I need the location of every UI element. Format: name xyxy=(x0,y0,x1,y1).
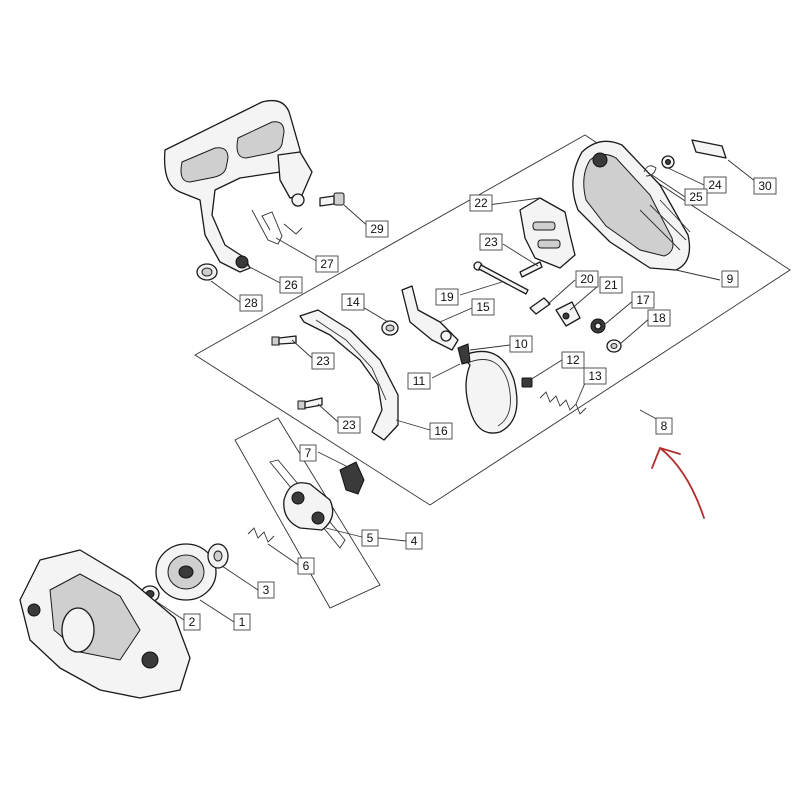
lever-15 xyxy=(401,285,459,351)
sprocket-cover-9 xyxy=(572,140,691,271)
svg-text:5: 5 xyxy=(367,531,374,545)
leader-lines xyxy=(153,159,761,623)
svg-text:22: 22 xyxy=(474,196,488,210)
callout-16: 16 xyxy=(429,422,453,440)
assembly-frame-4 xyxy=(234,417,381,609)
callout-24: 24 xyxy=(703,176,727,194)
highlight-arrow xyxy=(651,446,705,519)
callout-29: 29 xyxy=(365,220,389,238)
callout-2: 2 xyxy=(183,613,201,631)
callout-8: 8 xyxy=(655,417,673,435)
assembly-frame-8 xyxy=(194,134,791,506)
svg-text:4: 4 xyxy=(411,534,418,548)
callout-15: 15 xyxy=(471,298,495,316)
svg-text:9: 9 xyxy=(727,272,734,286)
svg-text:29: 29 xyxy=(370,222,384,236)
svg-text:11: 11 xyxy=(413,374,426,388)
rail-16 xyxy=(299,309,399,441)
callout-11: 11 xyxy=(407,372,431,390)
callout-5: 5 xyxy=(361,529,379,547)
callout-18: 18 xyxy=(647,309,671,327)
spring-6 xyxy=(247,527,275,543)
svg-text:16: 16 xyxy=(434,424,448,438)
svg-text:27: 27 xyxy=(320,257,334,271)
callout-22: 22 xyxy=(469,194,493,212)
callout-4: 4 xyxy=(405,532,423,550)
svg-text:30: 30 xyxy=(758,179,772,193)
brake-band-10 xyxy=(461,350,518,434)
callout-26: 26 xyxy=(279,276,303,294)
handle-part xyxy=(163,99,313,273)
callout-14: 14 xyxy=(341,293,365,311)
washer-3 xyxy=(207,543,229,569)
clutch-drum xyxy=(155,543,217,601)
crankcase xyxy=(19,549,191,699)
callout-9: 9 xyxy=(721,270,739,288)
svg-text:21: 21 xyxy=(604,278,618,292)
plate-30 xyxy=(691,139,727,159)
svg-text:23: 23 xyxy=(484,235,498,249)
bolt-19 xyxy=(473,261,529,295)
callout-7: 7 xyxy=(299,444,317,462)
svg-text:8: 8 xyxy=(661,419,668,433)
callout-25: 25 xyxy=(684,188,708,206)
callout-20: 20 xyxy=(575,270,599,288)
callout-27: 27 xyxy=(315,255,339,273)
svg-text:28: 28 xyxy=(244,296,258,310)
svg-text:15: 15 xyxy=(476,300,490,314)
svg-text:20: 20 xyxy=(580,272,594,286)
svg-text:24: 24 xyxy=(708,178,722,192)
callout-1: 1 xyxy=(233,613,251,631)
bolt-29 xyxy=(319,192,345,207)
callout-12: 12 xyxy=(561,351,585,369)
svg-text:17: 17 xyxy=(636,293,650,307)
spring-part xyxy=(251,209,303,245)
callout-23-low: 23 xyxy=(337,416,361,434)
callout-6: 6 xyxy=(297,557,315,575)
bushing-14 xyxy=(381,320,399,336)
callout-23-top: 23 xyxy=(479,233,503,251)
svg-text:10: 10 xyxy=(514,337,528,351)
svg-text:14: 14 xyxy=(346,295,360,309)
screw-23-top xyxy=(519,261,543,278)
pin-20 xyxy=(529,297,551,315)
callout-17: 17 xyxy=(631,291,655,309)
nut-24 xyxy=(661,155,675,169)
svg-text:3: 3 xyxy=(263,583,270,597)
callout-23-mid: 23 xyxy=(311,352,335,370)
nut-21 xyxy=(555,301,581,327)
callout-19: 19 xyxy=(435,288,459,306)
svg-text:25: 25 xyxy=(689,190,703,204)
svg-text:23: 23 xyxy=(342,418,356,432)
svg-text:1: 1 xyxy=(239,615,246,629)
svg-text:12: 12 xyxy=(566,353,580,367)
svg-text:18: 18 xyxy=(652,311,666,325)
bushing-18 xyxy=(606,339,622,353)
svg-text:23: 23 xyxy=(316,354,330,368)
svg-text:13: 13 xyxy=(588,369,602,383)
callout-3: 3 xyxy=(257,581,275,599)
bushing-28 xyxy=(196,263,218,281)
guide-plate-22 xyxy=(519,197,576,269)
block-12 xyxy=(521,377,533,388)
clutch-5 xyxy=(283,482,334,531)
svg-text:6: 6 xyxy=(303,559,310,573)
clip-11 xyxy=(457,343,471,365)
spring-13 xyxy=(539,391,587,415)
callout-28: 28 xyxy=(239,294,263,312)
screw-23-low xyxy=(297,397,323,410)
svg-text:7: 7 xyxy=(305,446,312,460)
callout-10: 10 xyxy=(509,335,533,353)
gear-17 xyxy=(590,318,606,334)
clutch-shoe-7 xyxy=(339,461,365,495)
svg-text:2: 2 xyxy=(189,615,196,629)
svg-text:19: 19 xyxy=(440,290,454,304)
callout-21: 21 xyxy=(599,276,623,294)
callout-13: 13 xyxy=(583,367,607,385)
svg-text:26: 26 xyxy=(284,278,298,292)
clip-25 xyxy=(643,165,657,177)
callout-30: 30 xyxy=(753,177,777,195)
